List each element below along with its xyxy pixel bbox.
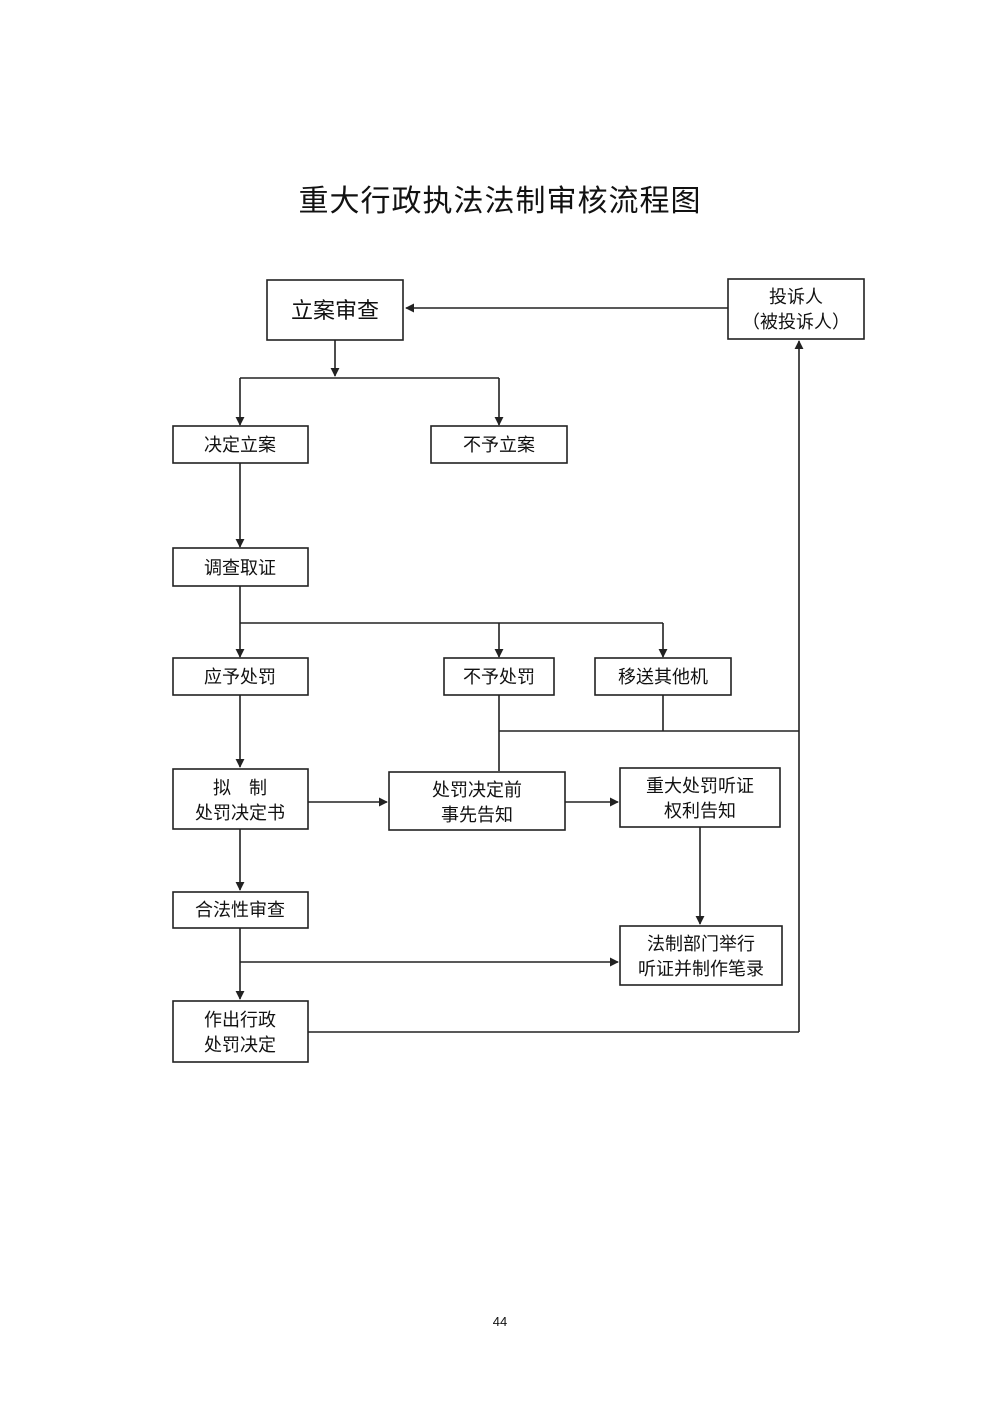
- node-label: 决定立案: [204, 435, 276, 456]
- node-not-file: 不予立案: [430, 425, 568, 464]
- node-draft-decision: 拟 制 处罚决定书: [172, 768, 309, 830]
- node-legal-hearing: 法制部门举行 听证并制作笔录: [619, 925, 783, 986]
- node-hearing-right: 重大处罚听证 权利告知: [619, 767, 781, 828]
- connectors: [235, 303, 804, 1033]
- node-label: 不予处罚: [463, 667, 535, 688]
- node-label: 移送其他机: [618, 667, 708, 688]
- node-complainant: 投诉人 （被投诉人）: [727, 278, 865, 340]
- node-label-line1: 投诉人: [769, 287, 823, 308]
- node-investigate: 调查取证: [172, 547, 309, 587]
- node-label-line1: 拟 制: [213, 778, 267, 799]
- node-label: 调查取证: [204, 558, 276, 579]
- node-decide-file: 决定立案: [172, 425, 309, 464]
- node-label-line1: 重大处罚听证: [646, 776, 754, 797]
- node-label-line2: 处罚决定书: [195, 803, 285, 824]
- node-label-line1: 作出行政: [204, 1010, 276, 1031]
- node-label: 立案审查: [291, 299, 379, 324]
- page-number: 44: [492, 1314, 508, 1329]
- node-transfer: 移送其他机: [594, 657, 732, 696]
- node-label-line2: 听证并制作笔录: [638, 959, 764, 980]
- node-label: 合法性审查: [195, 900, 285, 921]
- node-filing-review: 立案审查: [266, 279, 404, 341]
- node-label-line2: （被投诉人）: [742, 312, 850, 333]
- node-label-line1: 法制部门举行: [647, 934, 755, 955]
- node-prior-notice: 处罚决定前 事先告知: [388, 771, 566, 831]
- node-legality-review: 合法性审查: [172, 891, 309, 929]
- node-label-line1: 处罚决定前: [432, 780, 522, 801]
- page-title: 重大行政执法法制审核流程图: [298, 184, 702, 219]
- node-label: 不予立案: [463, 435, 535, 456]
- node-no-punish: 不予处罚: [443, 657, 555, 696]
- node-label-line2: 处罚决定: [204, 1035, 276, 1056]
- node-label-line2: 事先告知: [441, 805, 513, 826]
- node-should-punish: 应予处罚: [172, 657, 309, 696]
- node-label: 应予处罚: [204, 667, 276, 688]
- node-final-decision: 作出行政 处罚决定: [172, 1000, 309, 1063]
- node-label-line2: 权利告知: [664, 801, 736, 822]
